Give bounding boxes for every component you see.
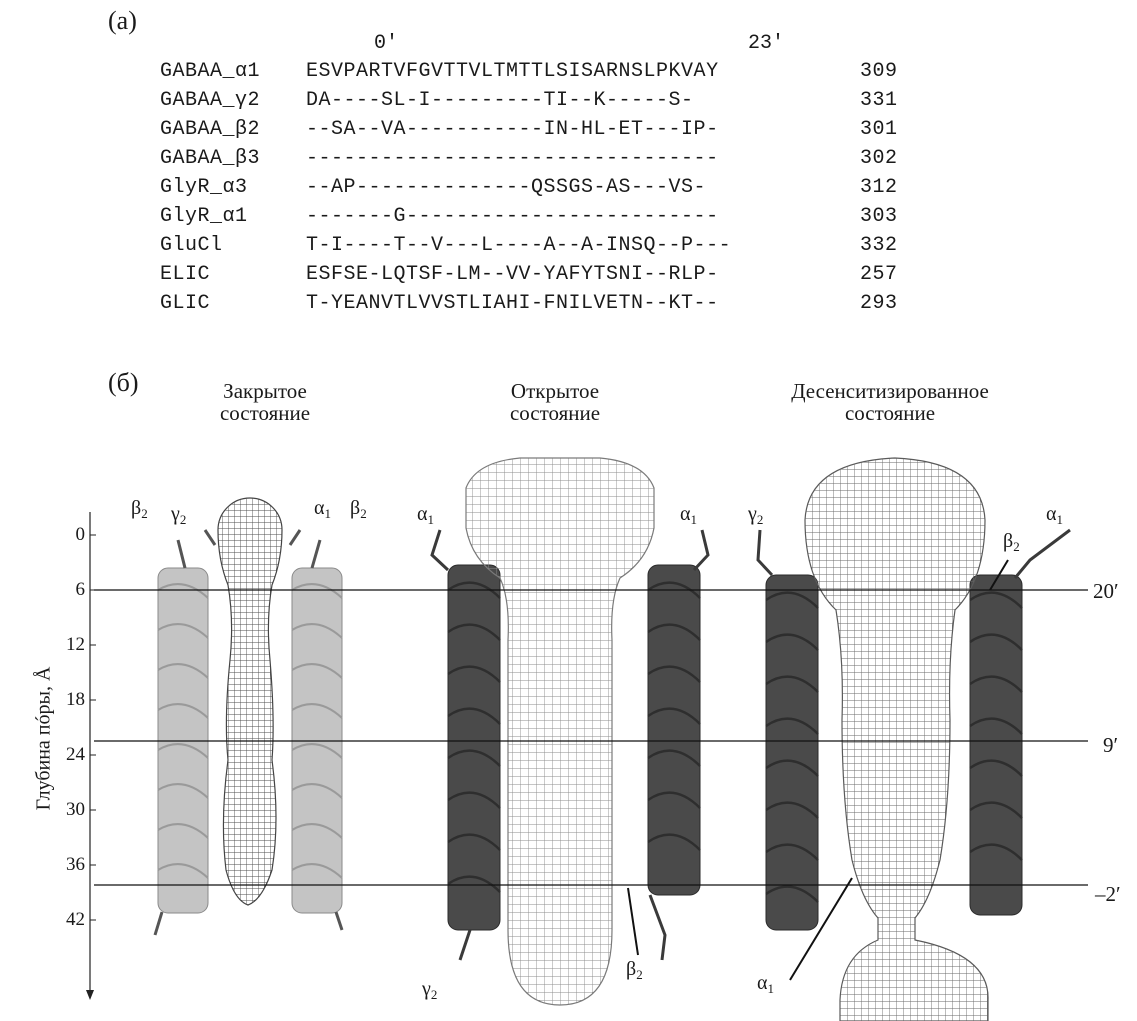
- open-state-structure: [432, 458, 708, 1005]
- closed-state-structure: [155, 498, 342, 935]
- open-right-helix: [648, 565, 700, 895]
- open-label-alpha1-left: α1: [417, 503, 434, 528]
- y-tick-marks: [90, 535, 96, 920]
- desensitized-pore-mesh: [805, 458, 988, 1021]
- closed-pore-mesh: [218, 498, 282, 905]
- desensitized-state-structure: [758, 458, 1070, 1021]
- closed-label-alpha1: α1: [314, 497, 331, 522]
- desens-label-alpha1: α1: [1046, 503, 1063, 528]
- closed-label-beta2-left: β2: [131, 497, 148, 522]
- open-label-beta2: β2: [626, 958, 643, 983]
- open-left-helix: [448, 565, 500, 930]
- open-label-alpha1-right: α1: [680, 503, 697, 528]
- closed-label-beta2-right: β2: [350, 497, 367, 522]
- desensitized-left-helix: [766, 575, 818, 930]
- desens-label-gamma2: γ2: [748, 503, 763, 528]
- y-axis-arrow-icon: [86, 990, 94, 1000]
- open-label-gamma2: γ2: [422, 978, 437, 1003]
- closed-label-gamma2: γ2: [171, 503, 186, 528]
- desens-label-alpha1-bottom: α1: [757, 972, 774, 997]
- desensitized-right-helix: [970, 575, 1022, 915]
- beta2-pointer-line: [628, 888, 638, 955]
- desens-label-beta2: β2: [1003, 530, 1020, 555]
